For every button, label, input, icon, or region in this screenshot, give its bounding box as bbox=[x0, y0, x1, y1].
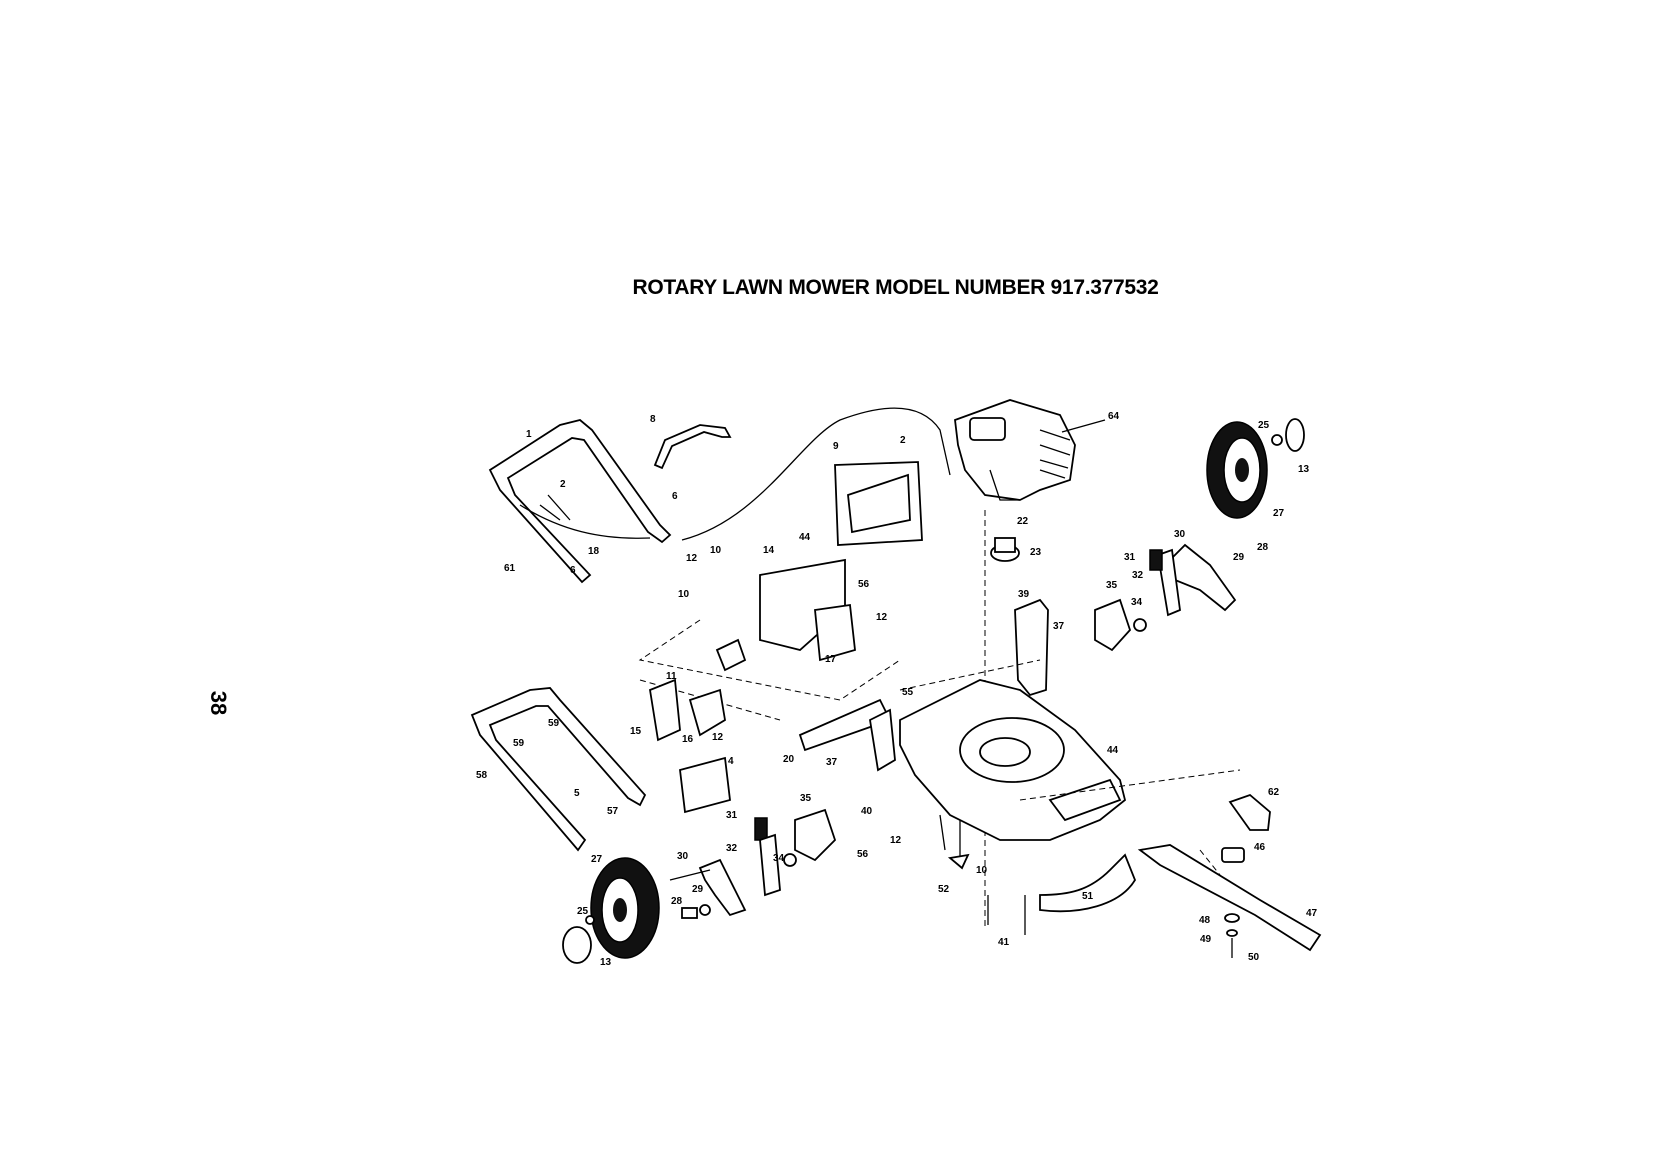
part-label: 25 bbox=[1258, 420, 1270, 431]
part-label: 59 bbox=[513, 738, 525, 749]
right-axle-bracket bbox=[1170, 545, 1235, 610]
part-label: 58 bbox=[476, 770, 488, 781]
part-label: 48 bbox=[1199, 915, 1211, 926]
part-label: 46 bbox=[1254, 842, 1266, 853]
part-label: 11 bbox=[666, 671, 677, 682]
part-label: 32 bbox=[726, 843, 738, 854]
right-wheel bbox=[1207, 422, 1267, 518]
part-label: 1 bbox=[526, 429, 532, 440]
lower-handle bbox=[472, 688, 645, 850]
part-label: 51 bbox=[1082, 891, 1094, 902]
part-label: 29 bbox=[1233, 552, 1245, 563]
part-label: 35 bbox=[800, 793, 812, 804]
part-label: 12 bbox=[890, 835, 902, 846]
part-label: 30 bbox=[677, 851, 689, 862]
part-label: 12 bbox=[686, 553, 698, 564]
part-label: 12 bbox=[712, 732, 724, 743]
part-label: 34 bbox=[773, 853, 785, 864]
part-label: 61 bbox=[504, 563, 516, 574]
left-wheel bbox=[591, 858, 659, 958]
bag-frame bbox=[680, 758, 730, 812]
part-label: 28 bbox=[671, 896, 683, 907]
part-label: 41 bbox=[998, 937, 1010, 948]
part-label: 6 bbox=[570, 565, 576, 576]
part-label: 2 bbox=[900, 435, 906, 446]
part-label: 22 bbox=[1017, 516, 1029, 527]
part-label: 37 bbox=[826, 757, 838, 768]
part-label: 6 bbox=[672, 491, 678, 502]
part-label: 37 bbox=[1053, 621, 1065, 632]
part-label: 13 bbox=[1298, 464, 1310, 475]
part-label: 29 bbox=[692, 884, 704, 895]
mower-deck bbox=[900, 680, 1125, 860]
part-label: 50 bbox=[1248, 952, 1260, 963]
part-label: 44 bbox=[1107, 745, 1119, 756]
part-label: 55 bbox=[902, 687, 914, 698]
engine bbox=[955, 400, 1075, 500]
part-label: 64 bbox=[1108, 411, 1120, 422]
part-label: 31 bbox=[726, 810, 738, 821]
part-label: 39 bbox=[1018, 589, 1030, 600]
part-label: 40 bbox=[861, 806, 873, 817]
part-label: 28 bbox=[1257, 542, 1269, 553]
part-label: 20 bbox=[783, 754, 795, 765]
rear-bracket bbox=[1015, 600, 1048, 695]
part-label: 47 bbox=[1306, 908, 1318, 919]
part-label: 10 bbox=[678, 589, 690, 600]
hubcap-bottom bbox=[563, 927, 591, 963]
part-label: 56 bbox=[857, 849, 869, 860]
part-label: 9 bbox=[833, 441, 839, 452]
part-label: 56 bbox=[858, 579, 870, 590]
part-label: 14 bbox=[763, 545, 775, 556]
hubcap-top bbox=[1286, 419, 1304, 451]
part-label: 15 bbox=[630, 726, 642, 737]
part-label: 5 bbox=[574, 788, 580, 799]
part-label: 62 bbox=[1268, 787, 1280, 798]
deck-skirt bbox=[1040, 855, 1135, 911]
part-label: 30 bbox=[1174, 529, 1186, 540]
part-label: 32 bbox=[1132, 570, 1144, 581]
upper-handle bbox=[490, 420, 670, 582]
control-bar bbox=[655, 425, 730, 468]
part-label: 52 bbox=[938, 884, 950, 895]
part-label: 31 bbox=[1124, 552, 1136, 563]
part-label: 57 bbox=[607, 806, 619, 817]
part-label: 10 bbox=[710, 545, 722, 556]
part-label: 23 bbox=[1030, 547, 1042, 558]
part-label: 27 bbox=[591, 854, 603, 865]
part-label: 35 bbox=[1106, 580, 1118, 591]
decal-plate bbox=[835, 462, 922, 545]
part-label: 4 bbox=[728, 756, 734, 767]
part-label: 49 bbox=[1200, 934, 1212, 945]
part-label: 18 bbox=[588, 546, 600, 557]
part-label: 16 bbox=[682, 734, 694, 745]
part-label: 44 bbox=[799, 532, 811, 543]
part-label: 34 bbox=[1131, 597, 1143, 608]
part-label: 2 bbox=[560, 479, 566, 490]
part-label: 25 bbox=[577, 906, 589, 917]
part-label: 8 bbox=[650, 414, 656, 425]
part-label: 13 bbox=[600, 957, 612, 968]
part-label: 27 bbox=[1273, 508, 1285, 519]
part-label: 10 bbox=[976, 865, 988, 876]
part-label: 17 bbox=[825, 654, 837, 665]
part-label: 12 bbox=[876, 612, 888, 623]
part-label: 59 bbox=[548, 718, 560, 729]
